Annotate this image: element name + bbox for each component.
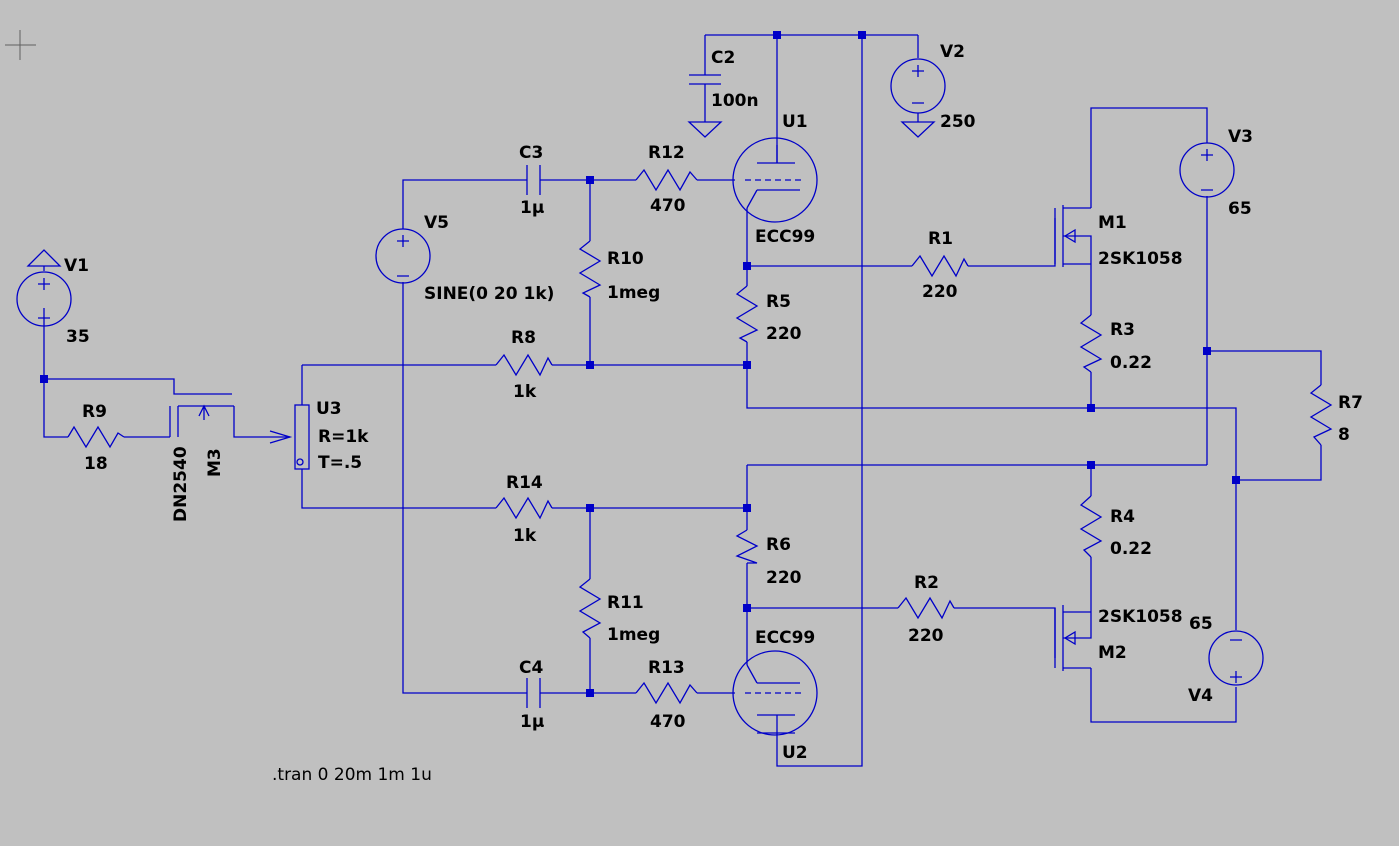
crosshair-cursor-icon bbox=[5, 30, 36, 60]
label-u1-ref: U1 bbox=[782, 112, 808, 132]
capacitor-c4[interactable] bbox=[522, 678, 545, 708]
label-r11-value: 1meg bbox=[607, 625, 660, 645]
label-r5-value: 220 bbox=[766, 324, 802, 344]
capacitor-c3[interactable] bbox=[522, 165, 545, 195]
label-v4-ref: V4 bbox=[1188, 686, 1213, 706]
label-v5-ref: V5 bbox=[424, 213, 449, 233]
label-r11-ref: R11 bbox=[607, 593, 644, 613]
resistor-r7[interactable] bbox=[1309, 384, 1333, 446]
label-v3-value: 65 bbox=[1228, 199, 1252, 219]
label-m1-model: 2SK1058 bbox=[1098, 249, 1183, 269]
voltage-source-v2[interactable] bbox=[890, 58, 946, 138]
label-c3-value: 1µ bbox=[520, 198, 544, 218]
label-m1-ref: M1 bbox=[1098, 213, 1127, 233]
label-r13-value: 470 bbox=[650, 712, 686, 732]
label-r10-value: 1meg bbox=[607, 283, 660, 303]
label-r12-ref: R12 bbox=[648, 143, 685, 163]
label-r7-value: 8 bbox=[1338, 425, 1350, 445]
resistor-r6[interactable] bbox=[735, 529, 759, 564]
label-r3-value: 0.22 bbox=[1110, 353, 1152, 373]
label-v5-value: SINE(0 20 1k) bbox=[424, 284, 554, 304]
potentiometer-u3[interactable] bbox=[269, 404, 310, 470]
label-u1-model: ECC99 bbox=[755, 227, 815, 247]
triode-u2[interactable] bbox=[732, 650, 818, 736]
resistor-r1[interactable] bbox=[911, 254, 969, 278]
label-r9-value: 18 bbox=[84, 454, 108, 474]
label-r2-ref: R2 bbox=[914, 573, 939, 593]
label-r8-ref: R8 bbox=[511, 328, 536, 348]
label-v4-value: 65 bbox=[1189, 614, 1213, 634]
label-u3-param1: R=1k bbox=[318, 427, 369, 447]
label-r6-ref: R6 bbox=[766, 535, 791, 555]
label-u2-model: ECC99 bbox=[755, 628, 815, 648]
label-r2-value: 220 bbox=[908, 626, 944, 646]
label-m3-ref: M3 bbox=[205, 448, 225, 477]
junction-dots bbox=[40, 31, 1240, 697]
voltage-source-v5[interactable] bbox=[375, 228, 431, 284]
label-r7-ref: R7 bbox=[1338, 393, 1363, 413]
label-c4-ref: C4 bbox=[519, 658, 543, 678]
capacitor-c2[interactable] bbox=[687, 74, 723, 138]
resistor-r13[interactable] bbox=[635, 681, 698, 705]
resistor-r9[interactable] bbox=[67, 425, 125, 449]
label-r9-ref: R9 bbox=[82, 402, 107, 422]
component-labels: V1 35 R9 18 DN2540 M3 U3 R=1k T=.5 V5 SI… bbox=[64, 42, 1363, 763]
label-m2-ref: M2 bbox=[1098, 643, 1127, 663]
label-u2-ref: U2 bbox=[782, 743, 808, 763]
label-r5-ref: R5 bbox=[766, 292, 791, 312]
label-m2-model: 2SK1058 bbox=[1098, 607, 1183, 627]
mosfet-m3[interactable] bbox=[169, 404, 234, 437]
label-c3-ref: C3 bbox=[519, 143, 543, 163]
mosfet-m1[interactable] bbox=[1054, 205, 1092, 267]
label-r13-ref: R13 bbox=[648, 658, 685, 678]
label-v3-ref: V3 bbox=[1228, 127, 1253, 147]
label-r12-value: 470 bbox=[650, 196, 686, 216]
label-u3-param2: T=.5 bbox=[318, 453, 362, 473]
label-r1-value: 220 bbox=[922, 282, 958, 302]
label-r6-value: 220 bbox=[766, 568, 802, 588]
label-c2-ref: C2 bbox=[711, 48, 735, 68]
voltage-source-v3[interactable] bbox=[1179, 142, 1235, 198]
label-c2-value: 100n bbox=[711, 91, 759, 111]
resistor-r4[interactable] bbox=[1079, 495, 1103, 558]
resistor-r8[interactable] bbox=[495, 353, 553, 377]
resistor-r2[interactable] bbox=[897, 596, 955, 620]
voltage-source-v1[interactable] bbox=[16, 249, 72, 327]
label-v2-ref: V2 bbox=[940, 42, 965, 62]
label-r8-value: 1k bbox=[513, 382, 537, 402]
label-m3-model: DN2540 bbox=[171, 446, 191, 522]
mosfet-m2[interactable] bbox=[1054, 605, 1092, 671]
label-v1-ref: V1 bbox=[64, 256, 89, 276]
triode-u1[interactable] bbox=[732, 137, 818, 223]
label-v1-value: 35 bbox=[66, 327, 90, 347]
voltage-source-v4[interactable] bbox=[1208, 630, 1264, 686]
resistor-r3[interactable] bbox=[1079, 314, 1103, 373]
label-r14-ref: R14 bbox=[506, 473, 543, 493]
label-r1-ref: R1 bbox=[928, 229, 953, 249]
resistor-r5[interactable] bbox=[735, 285, 759, 343]
resistor-r14[interactable] bbox=[495, 496, 553, 520]
label-c4-value: 1µ bbox=[520, 712, 544, 732]
label-u3-ref: U3 bbox=[316, 399, 342, 419]
label-r4-value: 0.22 bbox=[1110, 539, 1152, 559]
label-r3-ref: R3 bbox=[1110, 320, 1135, 340]
resistor-r12[interactable] bbox=[635, 168, 698, 192]
label-r10-ref: R10 bbox=[607, 249, 644, 269]
label-r14-value: 1k bbox=[513, 526, 537, 546]
resistor-r11[interactable] bbox=[578, 578, 602, 639]
spice-directive[interactable]: .tran 0 20m 1m 1u bbox=[272, 765, 432, 785]
resistor-r10[interactable] bbox=[578, 240, 602, 298]
label-v2-value: 250 bbox=[940, 112, 976, 132]
label-r4-ref: R4 bbox=[1110, 507, 1135, 527]
wires bbox=[43, 34, 1322, 767]
